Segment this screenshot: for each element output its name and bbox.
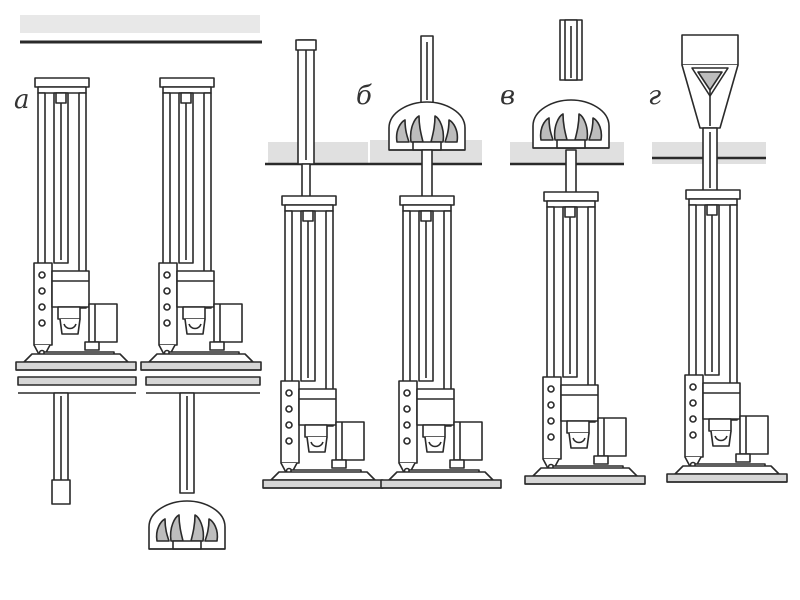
- panel-label-v: в: [500, 81, 515, 111]
- machine-a1: [15, 77, 137, 371]
- panel-g: [652, 34, 788, 483]
- panel-b2: [368, 35, 502, 489]
- panel-label-a: а: [14, 85, 30, 115]
- panel-label-b: б: [356, 81, 372, 111]
- machine-b: [262, 195, 384, 489]
- machine-b2: [380, 195, 502, 489]
- panel-label-g: г: [648, 81, 661, 111]
- top-bar: [20, 15, 260, 33]
- machine-g: [666, 189, 788, 483]
- machine-v: [524, 191, 646, 485]
- panel-b: [262, 39, 384, 489]
- panel-v: [510, 19, 646, 485]
- rod-mold-below-a2: [148, 392, 226, 550]
- rod-below-a1: [51, 392, 71, 505]
- panel-a: [15, 77, 262, 550]
- machine-a2: [140, 77, 262, 371]
